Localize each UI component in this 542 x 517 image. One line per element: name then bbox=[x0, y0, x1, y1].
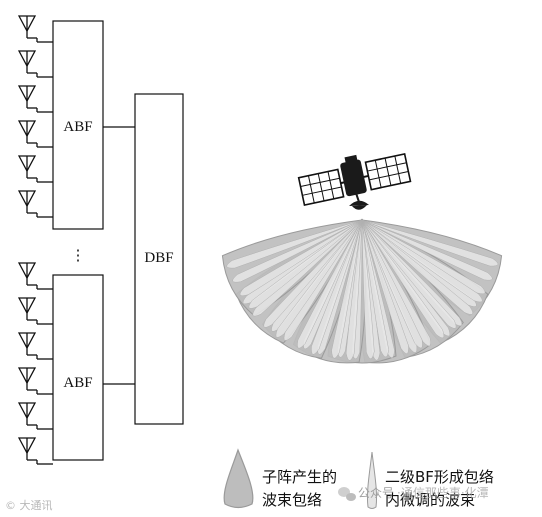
beam-fan bbox=[221, 218, 503, 364]
legend-secondary-line2: 内微调的波束 bbox=[385, 491, 475, 509]
watermark-left: © 大通讯 bbox=[5, 498, 53, 512]
fine-beam bbox=[345, 219, 363, 361]
fine-beam bbox=[361, 219, 409, 354]
satellite-icon bbox=[297, 152, 412, 210]
fine-beam bbox=[297, 219, 363, 349]
legend-subarray-line2: 波束包络 bbox=[262, 491, 322, 509]
fine-beam bbox=[361, 219, 473, 315]
antenna-icon bbox=[17, 332, 53, 360]
antenna-array-bottom bbox=[17, 262, 53, 465]
fine-beam bbox=[361, 219, 423, 349]
antenna-icon bbox=[17, 402, 53, 430]
legend-secondary-line1: 二级BF形成包络 bbox=[385, 468, 494, 486]
fine-beam bbox=[232, 219, 363, 283]
antenna-icon bbox=[17, 367, 53, 395]
fine-beam bbox=[226, 219, 363, 269]
dbf-label: DBF bbox=[144, 250, 173, 266]
fine-beam bbox=[361, 219, 375, 359]
antenna-icon bbox=[17, 297, 53, 325]
fine-beam bbox=[275, 219, 363, 338]
antenna-icon bbox=[17, 437, 53, 465]
antenna-array-top bbox=[17, 15, 53, 218]
abf-label-bottom: ABF bbox=[63, 375, 92, 391]
fine-beam bbox=[361, 219, 457, 329]
fine-beam bbox=[361, 219, 445, 339]
dbf-box bbox=[134, 93, 184, 425]
antenna-icon bbox=[17, 85, 53, 113]
antenna-icon bbox=[17, 262, 53, 290]
fine-beam bbox=[311, 219, 363, 355]
watermark-right-prefix: 公众号 bbox=[358, 486, 394, 500]
legend-subarray-line1: 子阵产生的 bbox=[262, 468, 337, 486]
legend: 子阵产生的 波束包络 二级BF形成包络 内微调的波束 bbox=[223, 448, 494, 509]
fine-beam bbox=[248, 219, 363, 309]
subarray-envelope-legend-icon bbox=[223, 448, 254, 509]
wechat-icon bbox=[338, 487, 356, 501]
fine-beam bbox=[331, 219, 363, 359]
antenna-icon bbox=[17, 120, 53, 148]
watermark-right-name: ·通信那些事·化潭 bbox=[397, 486, 489, 500]
fine-beam bbox=[361, 219, 389, 358]
fine-beam bbox=[239, 219, 363, 296]
fine-beam-legend-icon bbox=[367, 451, 377, 509]
antenna-icon bbox=[17, 190, 53, 218]
fine-beam bbox=[361, 219, 499, 267]
fine-beam bbox=[361, 219, 483, 303]
abf-box-bottom bbox=[52, 274, 104, 461]
abf-label-top: ABF bbox=[63, 119, 92, 135]
abf-box-top bbox=[52, 20, 104, 230]
antenna-icon bbox=[17, 15, 53, 43]
ellipsis: ⋮ bbox=[71, 248, 86, 264]
fine-beam bbox=[263, 219, 363, 328]
fine-beam bbox=[361, 219, 493, 281]
antenna-icon bbox=[17, 155, 53, 183]
antenna-icon bbox=[17, 50, 53, 78]
